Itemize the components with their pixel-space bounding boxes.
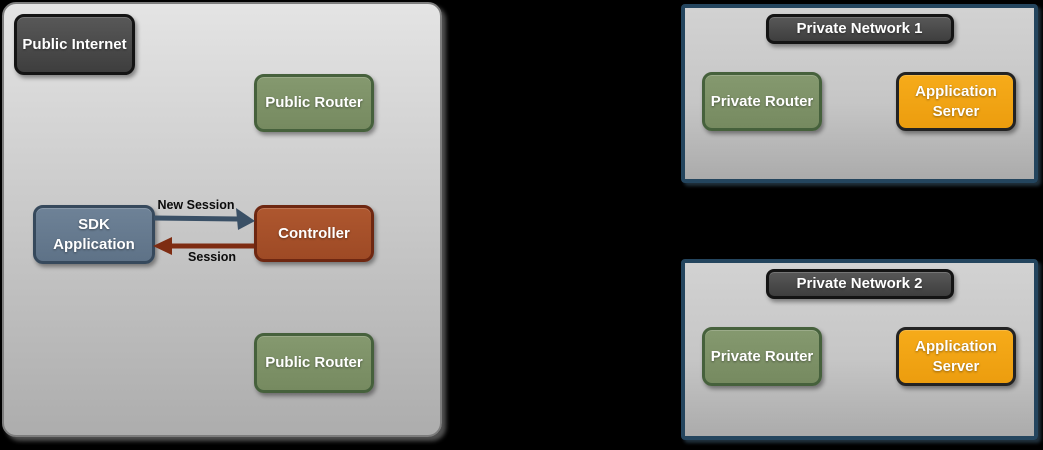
public-internet-container: Public Internet Public Router SDK Applic… — [2, 2, 442, 437]
new-session-arrow-label: New Session — [157, 198, 235, 212]
private-router-2-node: Private Router — [702, 327, 822, 386]
private-network-2-title: Private Network 2 — [765, 269, 954, 299]
controller-node: Controller — [254, 205, 374, 262]
private-network-2-panel: Private Network 2 Private Router Applica… — [681, 259, 1038, 440]
application-server-1-node: Application Server — [896, 72, 1016, 131]
sdk-application-node: SDK Application — [33, 205, 155, 264]
public-router-bottom-node: Public Router — [254, 333, 374, 393]
session-arrow-label: Session — [188, 250, 236, 264]
public-internet-label: Public Internet — [14, 14, 135, 75]
private-network-1-title: Private Network 1 — [765, 14, 954, 44]
application-server-2-node: Application Server — [896, 327, 1016, 386]
private-router-1-node: Private Router — [702, 72, 822, 131]
public-router-top-node: Public Router — [254, 74, 374, 132]
private-network-1-panel: Private Network 1 Private Router Applica… — [681, 4, 1038, 183]
